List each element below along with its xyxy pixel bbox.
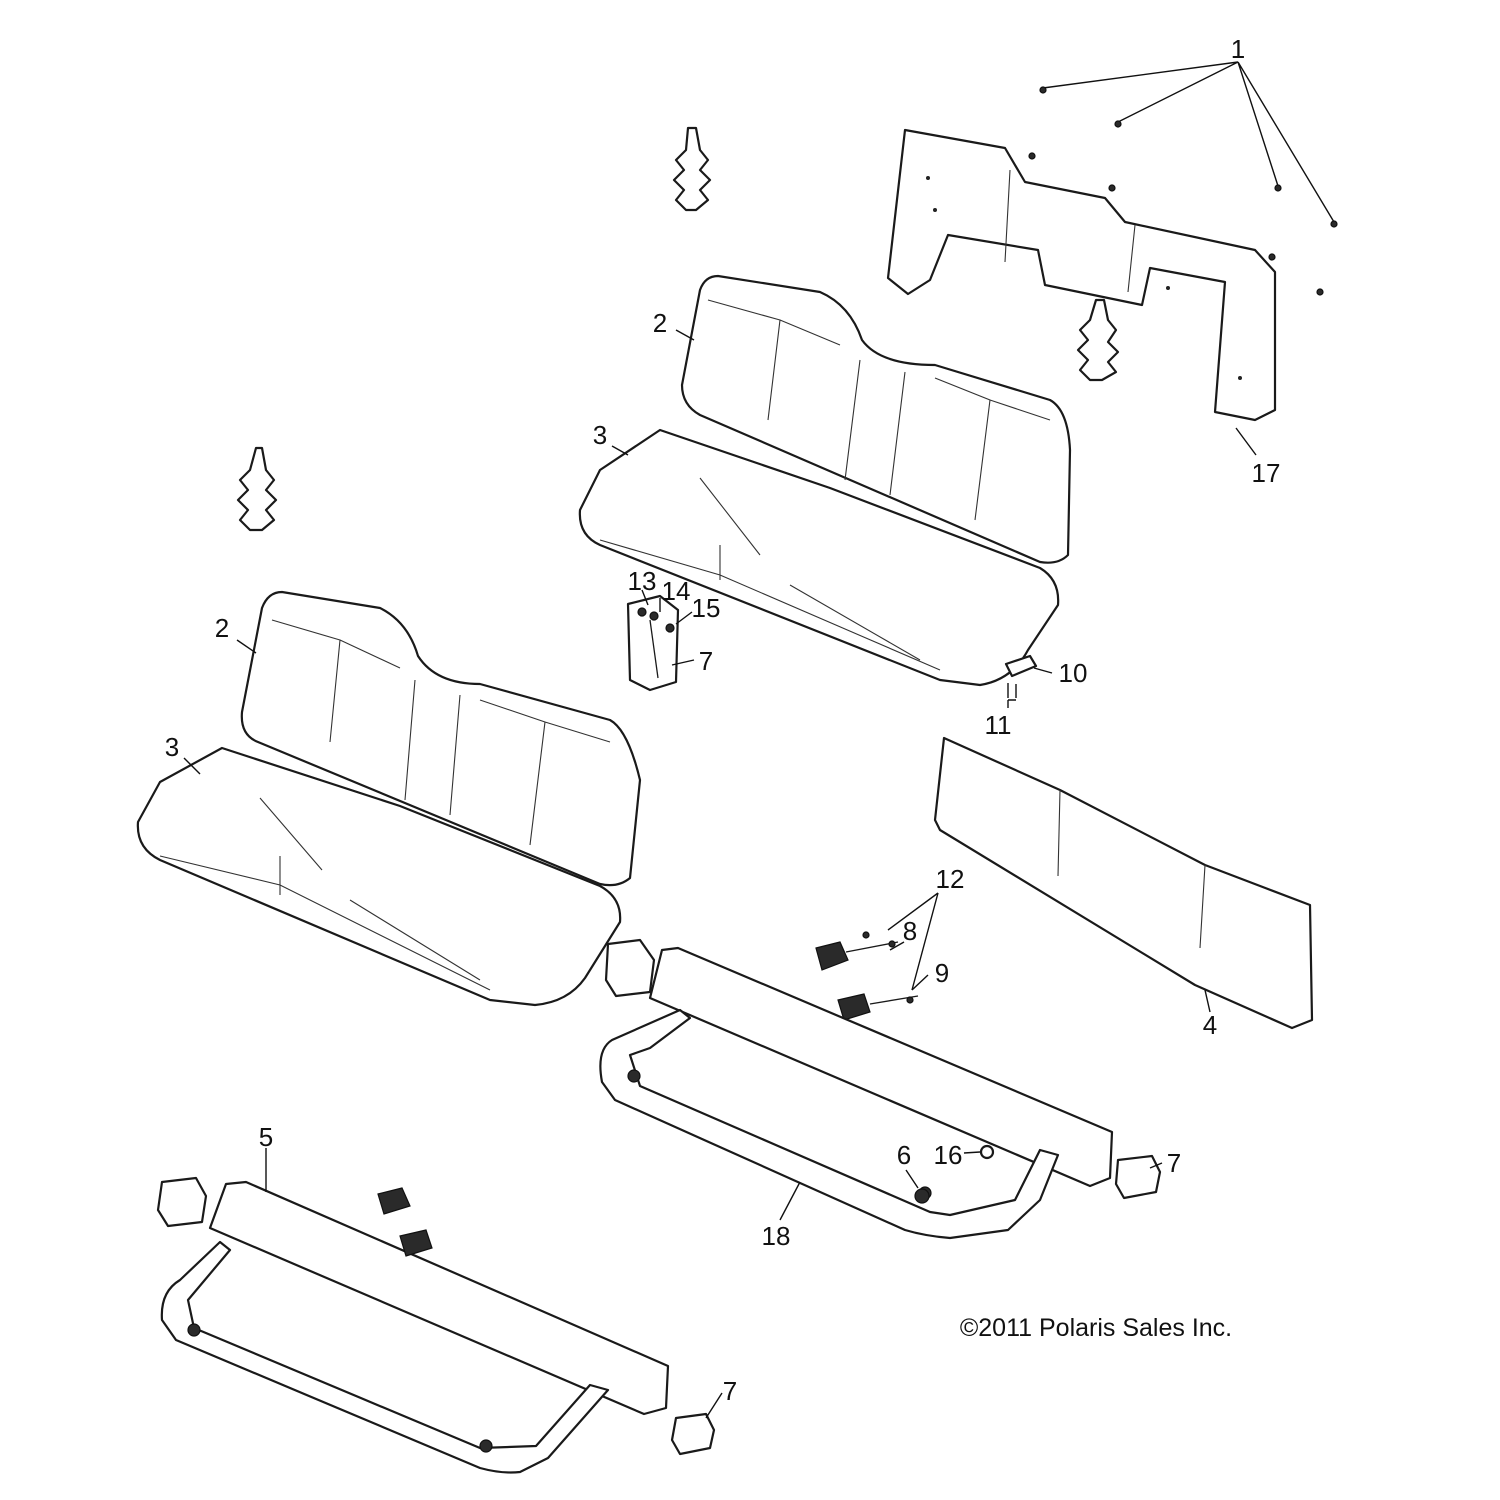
spring-top [672, 126, 712, 212]
rear-back-panel [886, 128, 1277, 422]
callout-8: 8 [903, 916, 917, 946]
callout-15: 15 [692, 593, 721, 623]
callout-2-upper: 2 [653, 308, 667, 338]
callout-2-lower: 2 [215, 613, 229, 643]
lower-back-panel [933, 736, 1314, 1030]
upper-seat-frame [599, 938, 1162, 1240]
callout-3-lower: 3 [165, 732, 179, 762]
callout-labels: 1 2 3 2 3 13 14 15 7 10 11 17 12 8 9 4 5… [165, 34, 1281, 1406]
lower-seat-frame [156, 1176, 716, 1474]
copyright-notice: ©2011 Polaris Sales Inc. [960, 1314, 1232, 1342]
callout-7-lower-frame: 7 [723, 1376, 737, 1406]
callout-4: 4 [1203, 1010, 1217, 1040]
callout-1: 1 [1231, 34, 1245, 64]
callout-18: 18 [762, 1221, 791, 1251]
leader-lines [183, 329, 1257, 1419]
callout-14: 14 [662, 576, 691, 606]
callout-3-upper: 3 [593, 420, 607, 450]
upper-seat-back [680, 274, 1072, 564]
callout-13: 13 [628, 566, 657, 596]
plate-bracket [1004, 654, 1038, 698]
callout-12: 12 [936, 864, 965, 894]
screws-group [1028, 61, 1338, 296]
bumper-parts [914, 1144, 995, 1204]
spring-bracket-assembly [626, 594, 680, 692]
callout-11: 11 [985, 710, 1012, 740]
callout-16: 16 [934, 1140, 963, 1170]
callout-7-bracket: 7 [699, 646, 713, 676]
lower-seat-back [240, 590, 642, 887]
lower-seat-bottom [136, 746, 622, 1007]
callout-10: 10 [1059, 658, 1088, 688]
callout-9: 9 [935, 958, 949, 988]
seat-belt-buckles-upper [815, 931, 919, 1021]
callout-6: 6 [897, 1140, 911, 1170]
callout-5: 5 [259, 1122, 273, 1152]
spring-left [236, 446, 278, 532]
callout-7-upper-frame: 7 [1167, 1148, 1181, 1178]
callout-17: 17 [1252, 458, 1281, 488]
spring-rear-panel [1076, 298, 1120, 382]
